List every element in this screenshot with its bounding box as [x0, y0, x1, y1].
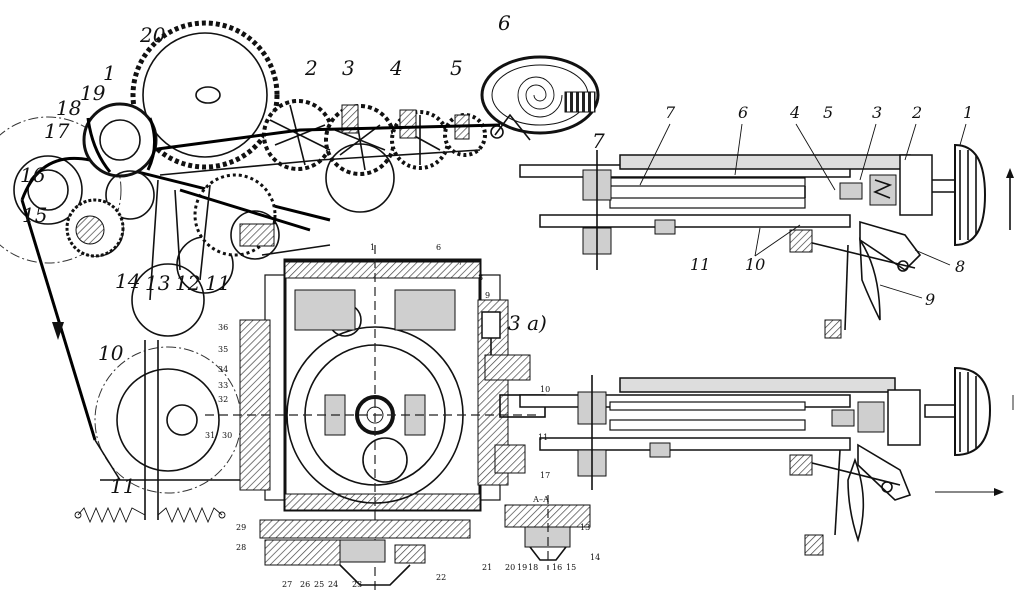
- winding-mechanism-top: [519, 143, 1014, 339]
- section-label: А–А: [533, 495, 549, 504]
- label-1: 1: [103, 61, 116, 85]
- label-group-movement: 20 1 2 3 4 5 6 7 19 18 17 16 15 14 13 12…: [20, 11, 605, 498]
- housing-section: [205, 245, 546, 590]
- label-h-27: 27: [282, 580, 292, 589]
- label-tr-5: 5: [823, 103, 833, 122]
- label-3: 3: [342, 56, 355, 80]
- left-schematic: [0, 116, 331, 524]
- label-16: 16: [20, 163, 46, 187]
- label-15: 15: [22, 203, 47, 227]
- label-11-top: 11: [205, 271, 230, 295]
- label-h-21: 21: [482, 563, 492, 572]
- movement-gear-train: [65, 20, 600, 301]
- label-h-32: 32: [218, 395, 228, 404]
- label-tr-1: 1: [963, 103, 973, 122]
- label-h-33: 33: [218, 381, 228, 390]
- label-5: 5: [450, 56, 463, 80]
- label-h-15: 15: [566, 563, 576, 572]
- label-h-18: 18: [528, 563, 538, 572]
- label-group-top-right: 7 6 4 5 3 2 1 11 10 8 9: [639, 103, 973, 309]
- label-19: 19: [80, 81, 106, 105]
- label-4: 4: [389, 56, 403, 80]
- label-group-housing: 3 а) А–А 1 6 7 8 9 10 11 17 36 35 34 33 …: [205, 243, 600, 589]
- label-h-30: 30: [222, 431, 232, 440]
- label-h-26: 26: [300, 580, 310, 589]
- label-7: 7: [592, 129, 605, 153]
- label-tr-10: 10: [745, 255, 765, 274]
- label-20: 20: [139, 23, 166, 47]
- label-13: 13: [145, 271, 170, 295]
- label-tr-3: 3: [872, 103, 882, 122]
- label-tr-4: 4: [789, 103, 800, 122]
- label-h-20: 20: [505, 563, 515, 572]
- label-h-35: 35: [218, 345, 228, 354]
- label-h-10: 10: [540, 385, 550, 394]
- label-17: 17: [44, 119, 70, 143]
- label-h-16: 16: [552, 563, 562, 572]
- label-h-31: 31: [205, 431, 215, 440]
- label-tr-6: 6: [738, 103, 748, 122]
- label-tr-7: 7: [665, 103, 676, 122]
- label-14: 14: [115, 269, 140, 293]
- panel-label: 3 а): [508, 311, 547, 335]
- label-h-8: 8: [478, 273, 483, 282]
- label-10-left: 10: [98, 341, 124, 365]
- label-h-17: 17: [540, 471, 550, 480]
- label-h-11: 11: [538, 433, 548, 442]
- label-h-34: 34: [218, 365, 228, 374]
- label-h-19: 19: [517, 563, 527, 572]
- label-h-36: 36: [218, 323, 228, 332]
- label-h-22: 22: [436, 573, 446, 582]
- label-11-left: 11: [110, 474, 135, 498]
- label-h-1: 1: [370, 243, 375, 252]
- label-18: 18: [56, 96, 81, 120]
- label-h-6: 6: [436, 243, 441, 252]
- label-h-14: 14: [590, 553, 600, 562]
- label-tr-8: 8: [955, 257, 965, 276]
- label-12: 12: [175, 271, 200, 295]
- label-h-23: 23: [352, 580, 362, 589]
- label-6: 6: [498, 11, 511, 35]
- winding-mechanism-bottom: [519, 366, 1014, 556]
- label-h-25: 25: [314, 580, 324, 589]
- section-detail: [504, 495, 591, 570]
- label-h-13: 13: [580, 523, 590, 532]
- label-tr-2: 2: [911, 103, 922, 122]
- label-h-28: 28: [236, 543, 246, 552]
- label-h-24: 24: [328, 580, 338, 589]
- label-tr-9: 9: [925, 290, 935, 309]
- label-h-7: 7: [458, 258, 463, 267]
- label-h-29: 29: [236, 523, 246, 532]
- label-h-9: 9: [485, 291, 490, 300]
- label-tr-11: 11: [690, 255, 710, 274]
- label-2: 2: [304, 56, 318, 80]
